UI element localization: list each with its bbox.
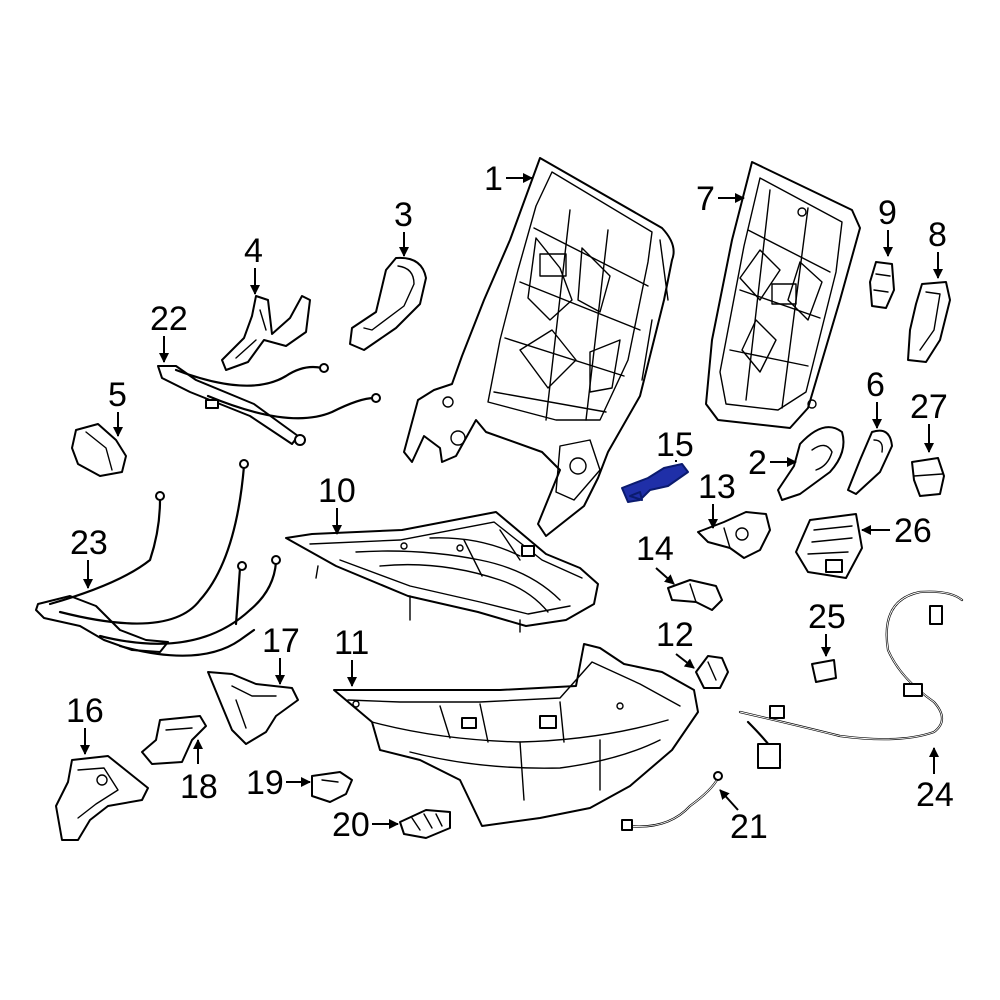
part-13-latch[interactable] xyxy=(697,511,771,559)
svg-text:9: 9 xyxy=(878,194,897,232)
svg-text:18: 18 xyxy=(180,768,218,806)
callout-16: 16 xyxy=(66,692,104,755)
callout-10: 10 xyxy=(318,472,356,535)
callout-15: 15 xyxy=(656,426,694,464)
svg-text:24: 24 xyxy=(916,776,954,814)
svg-text:23: 23 xyxy=(70,524,108,562)
part-10-cushion-frame[interactable] xyxy=(285,511,599,633)
callout-4: 4 xyxy=(244,232,263,295)
svg-text:19: 19 xyxy=(246,764,284,802)
svg-text:25: 25 xyxy=(808,598,846,636)
part-1-seatback-frame[interactable] xyxy=(403,157,675,537)
part-27-connector[interactable] xyxy=(911,457,945,497)
part-8-cover[interactable] xyxy=(907,281,951,363)
callout-9: 9 xyxy=(878,194,897,257)
part-14-bracket[interactable] xyxy=(667,579,723,611)
part-22-release-cable[interactable] xyxy=(157,363,381,446)
svg-text:16: 16 xyxy=(66,692,104,730)
callout-14: 14 xyxy=(636,530,675,585)
callout-2: 2 xyxy=(748,444,797,482)
callout-22: 22 xyxy=(150,300,188,363)
callout-13: 13 xyxy=(698,468,736,529)
svg-text:14: 14 xyxy=(636,530,674,568)
part-7-seatback-panel[interactable] xyxy=(705,161,861,429)
svg-text:1: 1 xyxy=(484,160,503,198)
svg-text:21: 21 xyxy=(730,808,768,846)
svg-text:20: 20 xyxy=(332,806,370,844)
svg-text:22: 22 xyxy=(150,300,188,338)
part-12-clip[interactable] xyxy=(695,655,729,689)
svg-text:4: 4 xyxy=(244,232,263,270)
svg-text:13: 13 xyxy=(698,468,736,506)
part-5-cover[interactable] xyxy=(71,423,127,477)
callout-7: 7 xyxy=(696,180,745,218)
svg-text:6: 6 xyxy=(866,366,885,404)
callout-1: 1 xyxy=(484,160,533,198)
svg-text:27: 27 xyxy=(910,388,948,426)
part-15-bracket-highlighted[interactable] xyxy=(621,463,689,503)
callout-6: 6 xyxy=(866,366,885,429)
part-3-trim-cover[interactable] xyxy=(349,256,427,351)
part-19-bracket[interactable] xyxy=(311,771,353,803)
callout-11: 11 xyxy=(334,624,369,687)
callout-20: 20 xyxy=(332,806,399,844)
svg-text:11: 11 xyxy=(334,624,369,662)
svg-text:2: 2 xyxy=(748,444,767,482)
svg-text:12: 12 xyxy=(656,616,694,654)
svg-text:8: 8 xyxy=(928,216,947,254)
callout-8: 8 xyxy=(928,216,947,279)
part-25-clip[interactable] xyxy=(811,659,837,683)
svg-text:15: 15 xyxy=(656,426,694,464)
part-2-cover[interactable] xyxy=(777,426,845,501)
callout-23: 23 xyxy=(70,524,108,589)
callout-3: 3 xyxy=(394,196,413,257)
callout-25: 25 xyxy=(808,598,846,657)
callout-26: 26 xyxy=(861,512,932,550)
callout-17: 17 xyxy=(262,622,300,685)
callout-5: 5 xyxy=(108,376,127,437)
svg-text:3: 3 xyxy=(394,196,413,234)
part-11-seat-pan[interactable] xyxy=(333,643,699,827)
part-9-switch[interactable] xyxy=(869,261,895,309)
part-21-cable[interactable] xyxy=(621,771,723,831)
part-17-bracket[interactable] xyxy=(207,671,299,745)
svg-text:5: 5 xyxy=(108,376,127,414)
svg-text:17: 17 xyxy=(262,622,300,660)
callout-18: 18 xyxy=(180,739,218,806)
callout-27: 27 xyxy=(910,388,948,453)
part-20-plate[interactable] xyxy=(399,809,451,839)
callout-24: 24 xyxy=(916,747,954,814)
part-4-bracket[interactable] xyxy=(221,295,311,371)
part-6-cover[interactable] xyxy=(847,429,893,495)
part-23-cable-assembly[interactable] xyxy=(35,459,281,657)
callout-21: 21 xyxy=(719,789,768,846)
callout-12: 12 xyxy=(656,616,695,669)
svg-text:26: 26 xyxy=(894,512,932,550)
svg-text:7: 7 xyxy=(696,180,715,218)
part-18-trim[interactable] xyxy=(141,715,207,765)
svg-text:10: 10 xyxy=(318,472,356,510)
part-24-wire-harness[interactable] xyxy=(738,590,964,769)
callout-19: 19 xyxy=(246,764,311,802)
part-26-module[interactable] xyxy=(795,513,863,579)
part-16-hinge[interactable] xyxy=(55,755,149,841)
